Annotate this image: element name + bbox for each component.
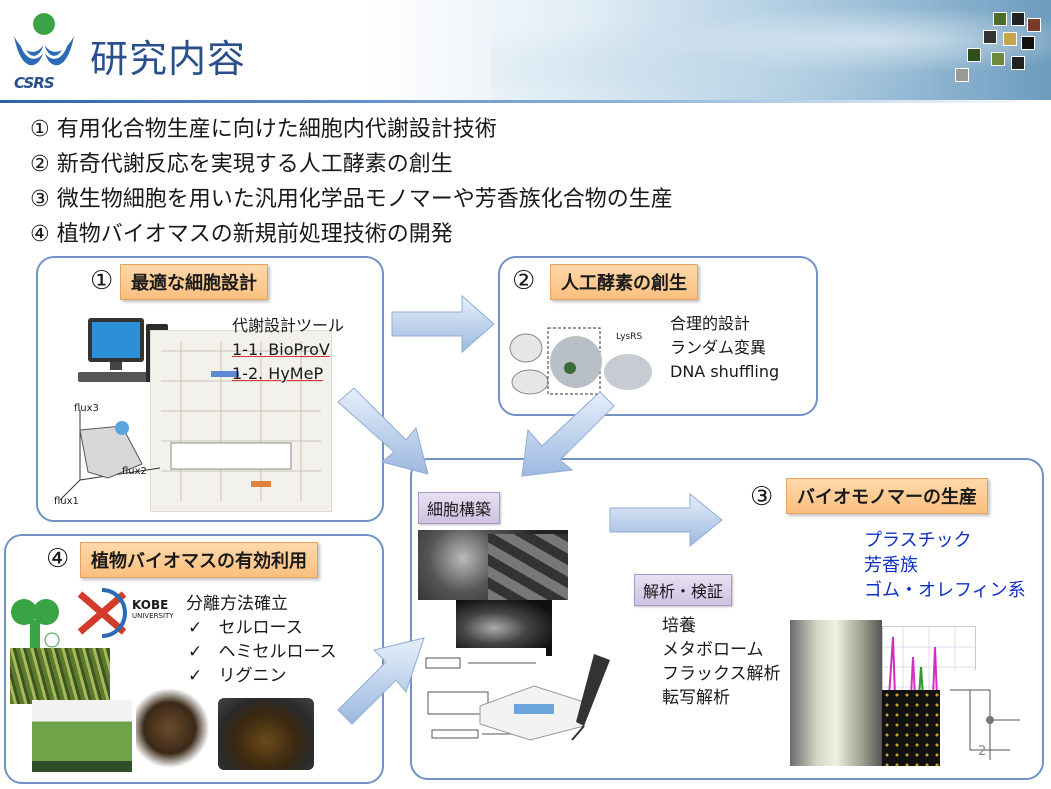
analysis-item: 転写解析 bbox=[662, 688, 730, 708]
box4-label: 植物バイオマスの有効利用 bbox=[80, 542, 318, 578]
flux-space-diagram bbox=[59, 410, 161, 501]
rice-plant-image bbox=[10, 648, 110, 704]
csrs-logo-icon bbox=[14, 13, 74, 66]
box4-number: ④ bbox=[46, 544, 70, 574]
axis-label-flux1: flux1 bbox=[54, 496, 79, 507]
box4-heading: 分離方法確立 bbox=[186, 594, 288, 614]
microscopy-image-3 bbox=[456, 600, 552, 656]
lignin-jar-image bbox=[218, 698, 314, 770]
box3-number: ③ bbox=[750, 482, 774, 512]
pathway-diagram-image bbox=[940, 670, 1032, 766]
box2-label: 人工酵素の創生 bbox=[550, 264, 698, 300]
product-item: ゴム・オレフィン系 bbox=[864, 580, 1026, 601]
world-map-background bbox=[491, 0, 1051, 100]
research-item: ② 新奇代謝反応を実現する人工酵素の創生 bbox=[30, 152, 453, 177]
box1-tool-bioprov: 1-1. BioProV bbox=[232, 340, 330, 359]
box1-line: 代謝設計ツール bbox=[232, 316, 345, 335]
protein-label: LysRS bbox=[616, 332, 643, 342]
thumbnail-collage bbox=[953, 8, 1043, 88]
lab-equipment-image bbox=[479, 654, 610, 741]
arrow-box1-to-box2 bbox=[391, 294, 495, 354]
microscopy-image-2 bbox=[488, 534, 568, 600]
product-item: 芳香族 bbox=[864, 555, 918, 576]
cell-construction-label: 細胞構築 bbox=[418, 492, 501, 524]
bioreactor-image bbox=[790, 620, 882, 766]
axis-label-flux2: flux2 bbox=[122, 466, 147, 477]
analysis-item: メタボローム bbox=[662, 640, 764, 660]
kobe-logo-subtext: UNIVERSITY bbox=[132, 612, 174, 620]
box1-tool-hymep: 1-2. HyMeP bbox=[232, 364, 324, 383]
box1-number: ① bbox=[90, 266, 114, 296]
research-item: ① 有用化合物生産に向けた細胞内代謝設計技術 bbox=[30, 117, 497, 142]
box4-check-item: ✓ ヘミセルロース bbox=[188, 642, 337, 662]
page-title: 研究内容 bbox=[90, 37, 247, 81]
microarray-image bbox=[882, 690, 942, 766]
box2-line: 合理的設計 bbox=[670, 314, 751, 333]
header-divider bbox=[0, 100, 1051, 103]
metabolic-map-image bbox=[150, 330, 332, 512]
logo-text: CSRS bbox=[14, 74, 55, 92]
box1-label: 最適な細胞設計 bbox=[120, 264, 268, 300]
seedling-tray-image bbox=[32, 700, 132, 772]
box3-label: バイオモノマーの生産 bbox=[786, 478, 988, 514]
research-item: ④ 植物バイオマスの新規前処理技術の開発 bbox=[30, 222, 453, 247]
biomass-residue-image bbox=[136, 688, 220, 768]
analysis-item: 培養 bbox=[662, 616, 696, 636]
axis-label-flux3: flux3 bbox=[74, 403, 99, 414]
box4-check-item: ✓ リグニン bbox=[188, 666, 287, 686]
box2-number: ② bbox=[512, 266, 536, 296]
box2-line: DNA shuffling bbox=[670, 362, 780, 381]
research-item: ③ 微生物細胞を用いた汎用化学品モノマーや芳香族化合物の生産 bbox=[30, 187, 673, 212]
box2-line: ランダム変異 bbox=[670, 338, 767, 357]
analysis-item: フラックス解析 bbox=[662, 664, 781, 684]
kobe-logo-text: KOBE bbox=[132, 598, 169, 612]
kobe-university-logo-icon bbox=[77, 588, 127, 638]
partner-logo-icon bbox=[11, 599, 60, 648]
research-items-list: ① 有用化合物生産に向けた細胞内代謝設計技術 ② 新奇代謝反応を実現する人工酵素… bbox=[30, 112, 673, 252]
analysis-label: 解析・検証 bbox=[634, 574, 733, 606]
product-item: プラスチック bbox=[864, 530, 972, 551]
page-number: 2 bbox=[978, 744, 987, 759]
box4-check-item: ✓ セルロース bbox=[188, 618, 303, 638]
